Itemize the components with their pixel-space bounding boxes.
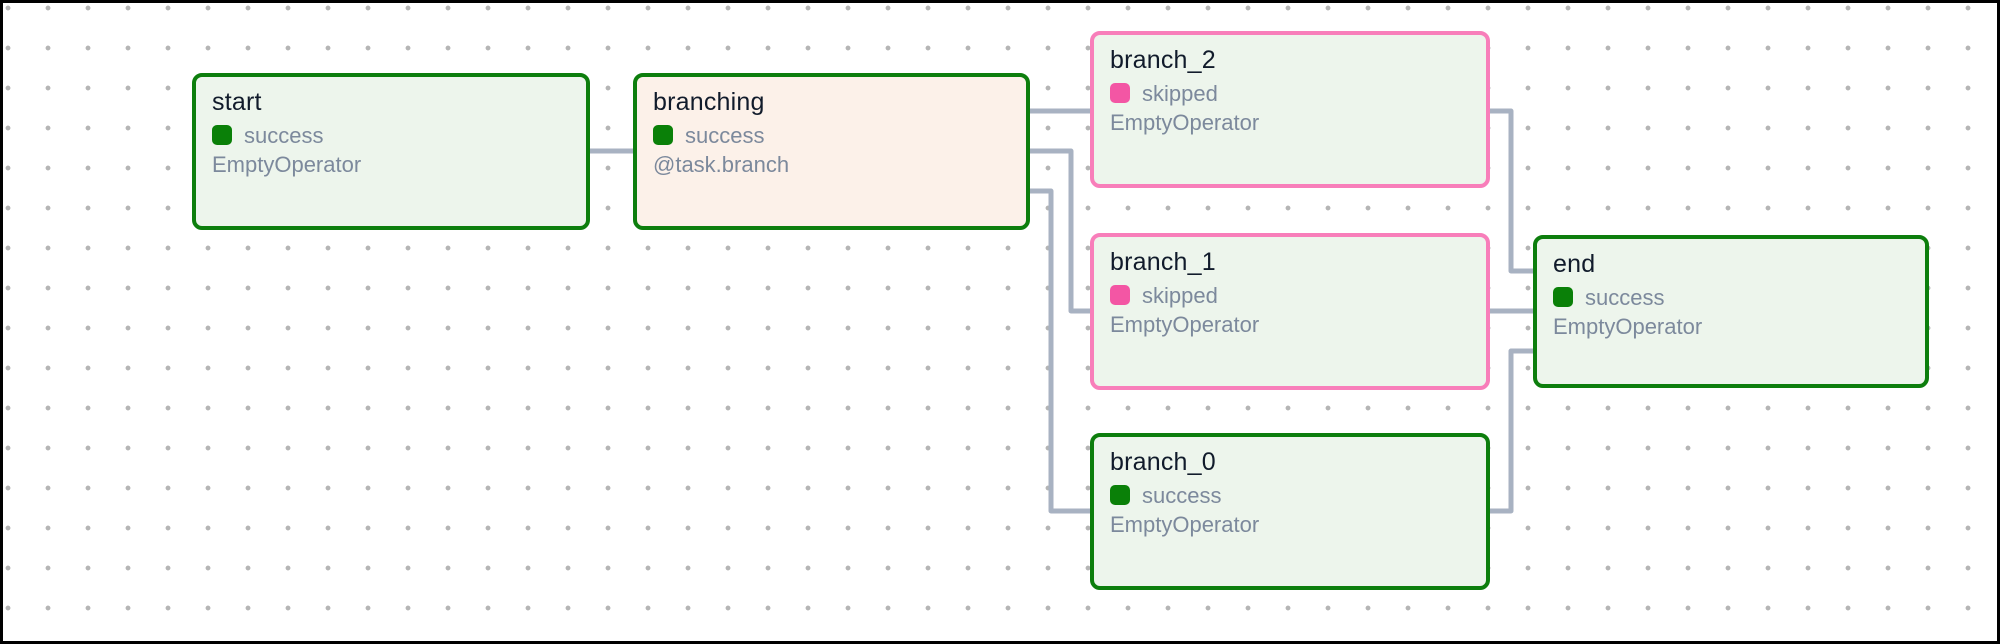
task-node-branch-1[interactable]: branch_1 skipped EmptyOperator [1090, 233, 1490, 390]
task-state-label: skipped [1142, 282, 1218, 308]
task-title: start [212, 88, 262, 116]
status-success-icon [1110, 485, 1130, 505]
status-skipped-icon [1110, 83, 1130, 103]
task-status-row: skipped [1110, 282, 1470, 308]
status-success-icon [212, 125, 232, 145]
edge-branching-branch1 [1030, 148, 1090, 314]
task-state-label: success [244, 122, 324, 148]
task-node-branch-2[interactable]: branch_2 skipped EmptyOperator [1090, 31, 1490, 188]
task-state-label: success [1585, 284, 1665, 310]
task-status-row: skipped [1110, 80, 1470, 106]
task-status-row: success [1110, 482, 1470, 508]
task-title: branching [653, 88, 765, 116]
task-status-row: success [1553, 284, 1909, 310]
task-operator-label: EmptyOperator [212, 152, 362, 177]
task-state-label: success [1142, 482, 1222, 508]
task-title: branch_2 [1110, 46, 1216, 74]
task-operator-label: EmptyOperator [1110, 312, 1260, 337]
task-title: branch_1 [1110, 248, 1216, 276]
dag-edges [590, 108, 1533, 514]
edge-branch2-end [1490, 108, 1533, 274]
edge-branch0-end [1490, 348, 1533, 514]
task-node-end[interactable]: end success EmptyOperator [1533, 235, 1929, 388]
task-title: end [1553, 250, 1596, 278]
status-success-icon [1553, 287, 1573, 307]
task-operator-label: EmptyOperator [1110, 512, 1260, 537]
task-node-branching[interactable]: branching success @task.branch [633, 73, 1030, 230]
task-node-start[interactable]: start success EmptyOperator [192, 73, 590, 230]
task-operator-label: @task.branch [653, 152, 790, 177]
status-skipped-icon [1110, 285, 1130, 305]
task-operator-label: EmptyOperator [1553, 314, 1703, 339]
task-state-label: skipped [1142, 80, 1218, 106]
task-state-label: success [685, 122, 765, 148]
task-node-branch-0[interactable]: branch_0 success EmptyOperator [1090, 433, 1490, 590]
task-title: branch_0 [1110, 448, 1216, 476]
edge-branching-branch0 [1030, 188, 1090, 514]
task-status-row: success [212, 122, 570, 148]
task-status-row: success [653, 122, 1010, 148]
task-operator-label: EmptyOperator [1110, 110, 1260, 135]
status-success-icon [653, 125, 673, 145]
